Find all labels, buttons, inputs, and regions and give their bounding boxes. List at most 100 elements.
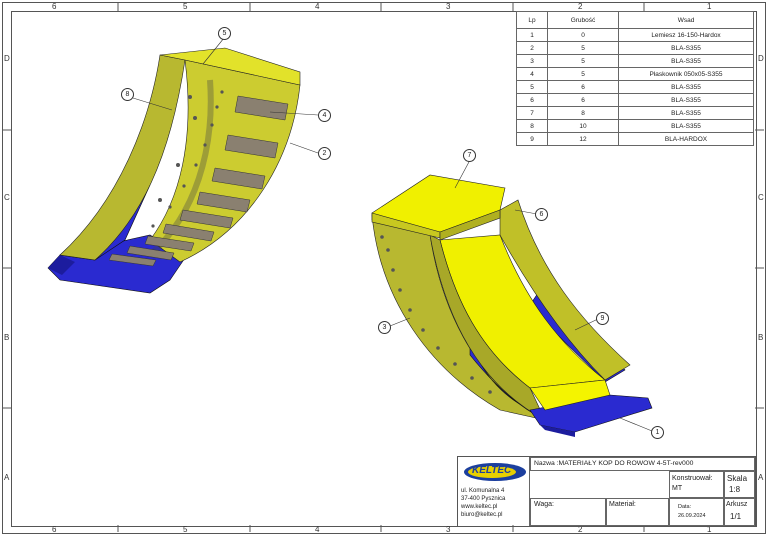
data-value: 26.09.2024: [678, 513, 706, 519]
zone-bottom-4: 4: [315, 525, 320, 534]
website-link[interactable]: www.keltec.pl: [461, 504, 498, 510]
address-line-1: ul. Komunalna 4: [461, 488, 505, 494]
material-cell: [606, 498, 669, 526]
logo-cell: [458, 457, 530, 526]
skala-cell: [724, 471, 755, 498]
zone-left-B: B: [4, 333, 10, 342]
cell-wsad: BLA-S355: [618, 119, 754, 133]
cell-wsad: Lemiesz 16-150-Hardox: [618, 28, 754, 42]
header-grubosc: Grubość: [547, 11, 619, 29]
arkusz-label: Arkusz: [726, 501, 748, 508]
cell-wsad: BLA-S355: [618, 93, 754, 107]
konstruowal-value: MT: [672, 485, 683, 492]
cell-lp: 6: [516, 93, 548, 107]
email-link[interactable]: biuro@keltec.pl: [461, 512, 503, 518]
cell-wsad: BLA-S355: [618, 80, 754, 94]
zone-bottom-2: 2: [578, 525, 583, 534]
data-label: Data:: [678, 504, 692, 510]
side-plate-left: [59, 54, 186, 261]
cell-grubosc: 5: [547, 54, 619, 68]
callout-4: 4: [318, 109, 331, 122]
front-plate: [529, 379, 611, 411]
cell-grubosc: 10: [547, 119, 619, 133]
cell-lp: 9: [516, 132, 548, 146]
zone-right-D: D: [758, 54, 764, 63]
zone-top-2: 2: [578, 2, 583, 11]
cell-wsad: Płaskownik 050x05-S355: [618, 67, 754, 81]
callout-2: 2: [318, 147, 331, 160]
zone-right-C: C: [758, 193, 764, 202]
cell-wsad: BLA-HARDOX: [618, 132, 754, 146]
zone-right-B: B: [758, 333, 764, 342]
zone-bottom-3: 3: [446, 525, 451, 534]
arkusz-value: 1/1: [730, 512, 742, 521]
zone-bottom-1: 1: [707, 525, 712, 534]
header-wsad: Wsad: [618, 11, 754, 29]
konstruowal-label: Konstruował:: [672, 475, 713, 482]
top-lip-left: [159, 47, 301, 86]
inner-side-right: [499, 199, 631, 381]
konstruowal-cell: [669, 471, 724, 498]
callout-7: 7: [463, 149, 476, 162]
cell-lp: 2: [516, 41, 548, 55]
zone-left-C: C: [4, 193, 10, 202]
callout-6: 6: [535, 208, 548, 221]
skala-value: 1:8: [729, 485, 741, 494]
cell-lp: 3: [516, 54, 548, 68]
skala-label: Skala: [727, 474, 748, 483]
cell-grubosc: 6: [547, 80, 619, 94]
callout-3: 3: [378, 321, 391, 334]
cell-lp: 4: [516, 67, 548, 81]
data-cell: [669, 498, 724, 526]
zone-bottom-5: 5: [183, 525, 188, 534]
zone-top-1: 1: [707, 2, 712, 11]
name-cell: [530, 457, 755, 471]
material-label: Materiał:: [609, 501, 636, 508]
zone-left-D: D: [4, 54, 10, 63]
cell-grubosc: 0: [547, 28, 619, 42]
cell-lp: 8: [516, 119, 548, 133]
title-block: KELTEC ul. Komunalna 4 37-400 Pysznica w…: [457, 456, 756, 527]
parts-table-header: Lp Grubość Wsad: [516, 11, 754, 29]
waga-cell: [530, 498, 606, 526]
cell-grubosc: 5: [547, 67, 619, 81]
cell-wsad: BLA-S355: [618, 41, 754, 55]
waga-label: Waga:: [534, 501, 554, 508]
inner-frame: [11, 11, 757, 527]
callout-1: 1: [651, 426, 664, 439]
cell-wsad: BLA-S355: [618, 106, 754, 120]
zone-bottom-6: 6: [52, 525, 57, 534]
cell-grubosc: 12: [547, 132, 619, 146]
cell-wsad: BLA-S355: [618, 54, 754, 68]
cell-grubosc: 8: [547, 106, 619, 120]
address-line-2: 37-400 Pysznica: [461, 496, 506, 502]
cell-grubosc: 6: [547, 93, 619, 107]
zone-top-6: 6: [52, 2, 57, 11]
logo-text: KELTEC: [472, 465, 512, 476]
keltec-logo: [464, 463, 526, 481]
zone-top-5: 5: [183, 2, 188, 11]
cell-lp: 7: [516, 106, 548, 120]
zone-right-A: A: [758, 473, 764, 482]
cell-grubosc: 5: [547, 41, 619, 55]
zone-top-4: 4: [315, 2, 320, 11]
zone-left-A: A: [4, 473, 10, 482]
header-lp: Lp: [516, 11, 548, 29]
cell-lp: 5: [516, 80, 548, 94]
cell-lp: 1: [516, 28, 548, 42]
callout-5: 5: [218, 27, 231, 40]
callout-8: 8: [121, 88, 134, 101]
drawing-name: Nazwa :MATERIAŁY KOP DO ROWOW 4-5T-rev00…: [534, 460, 694, 467]
